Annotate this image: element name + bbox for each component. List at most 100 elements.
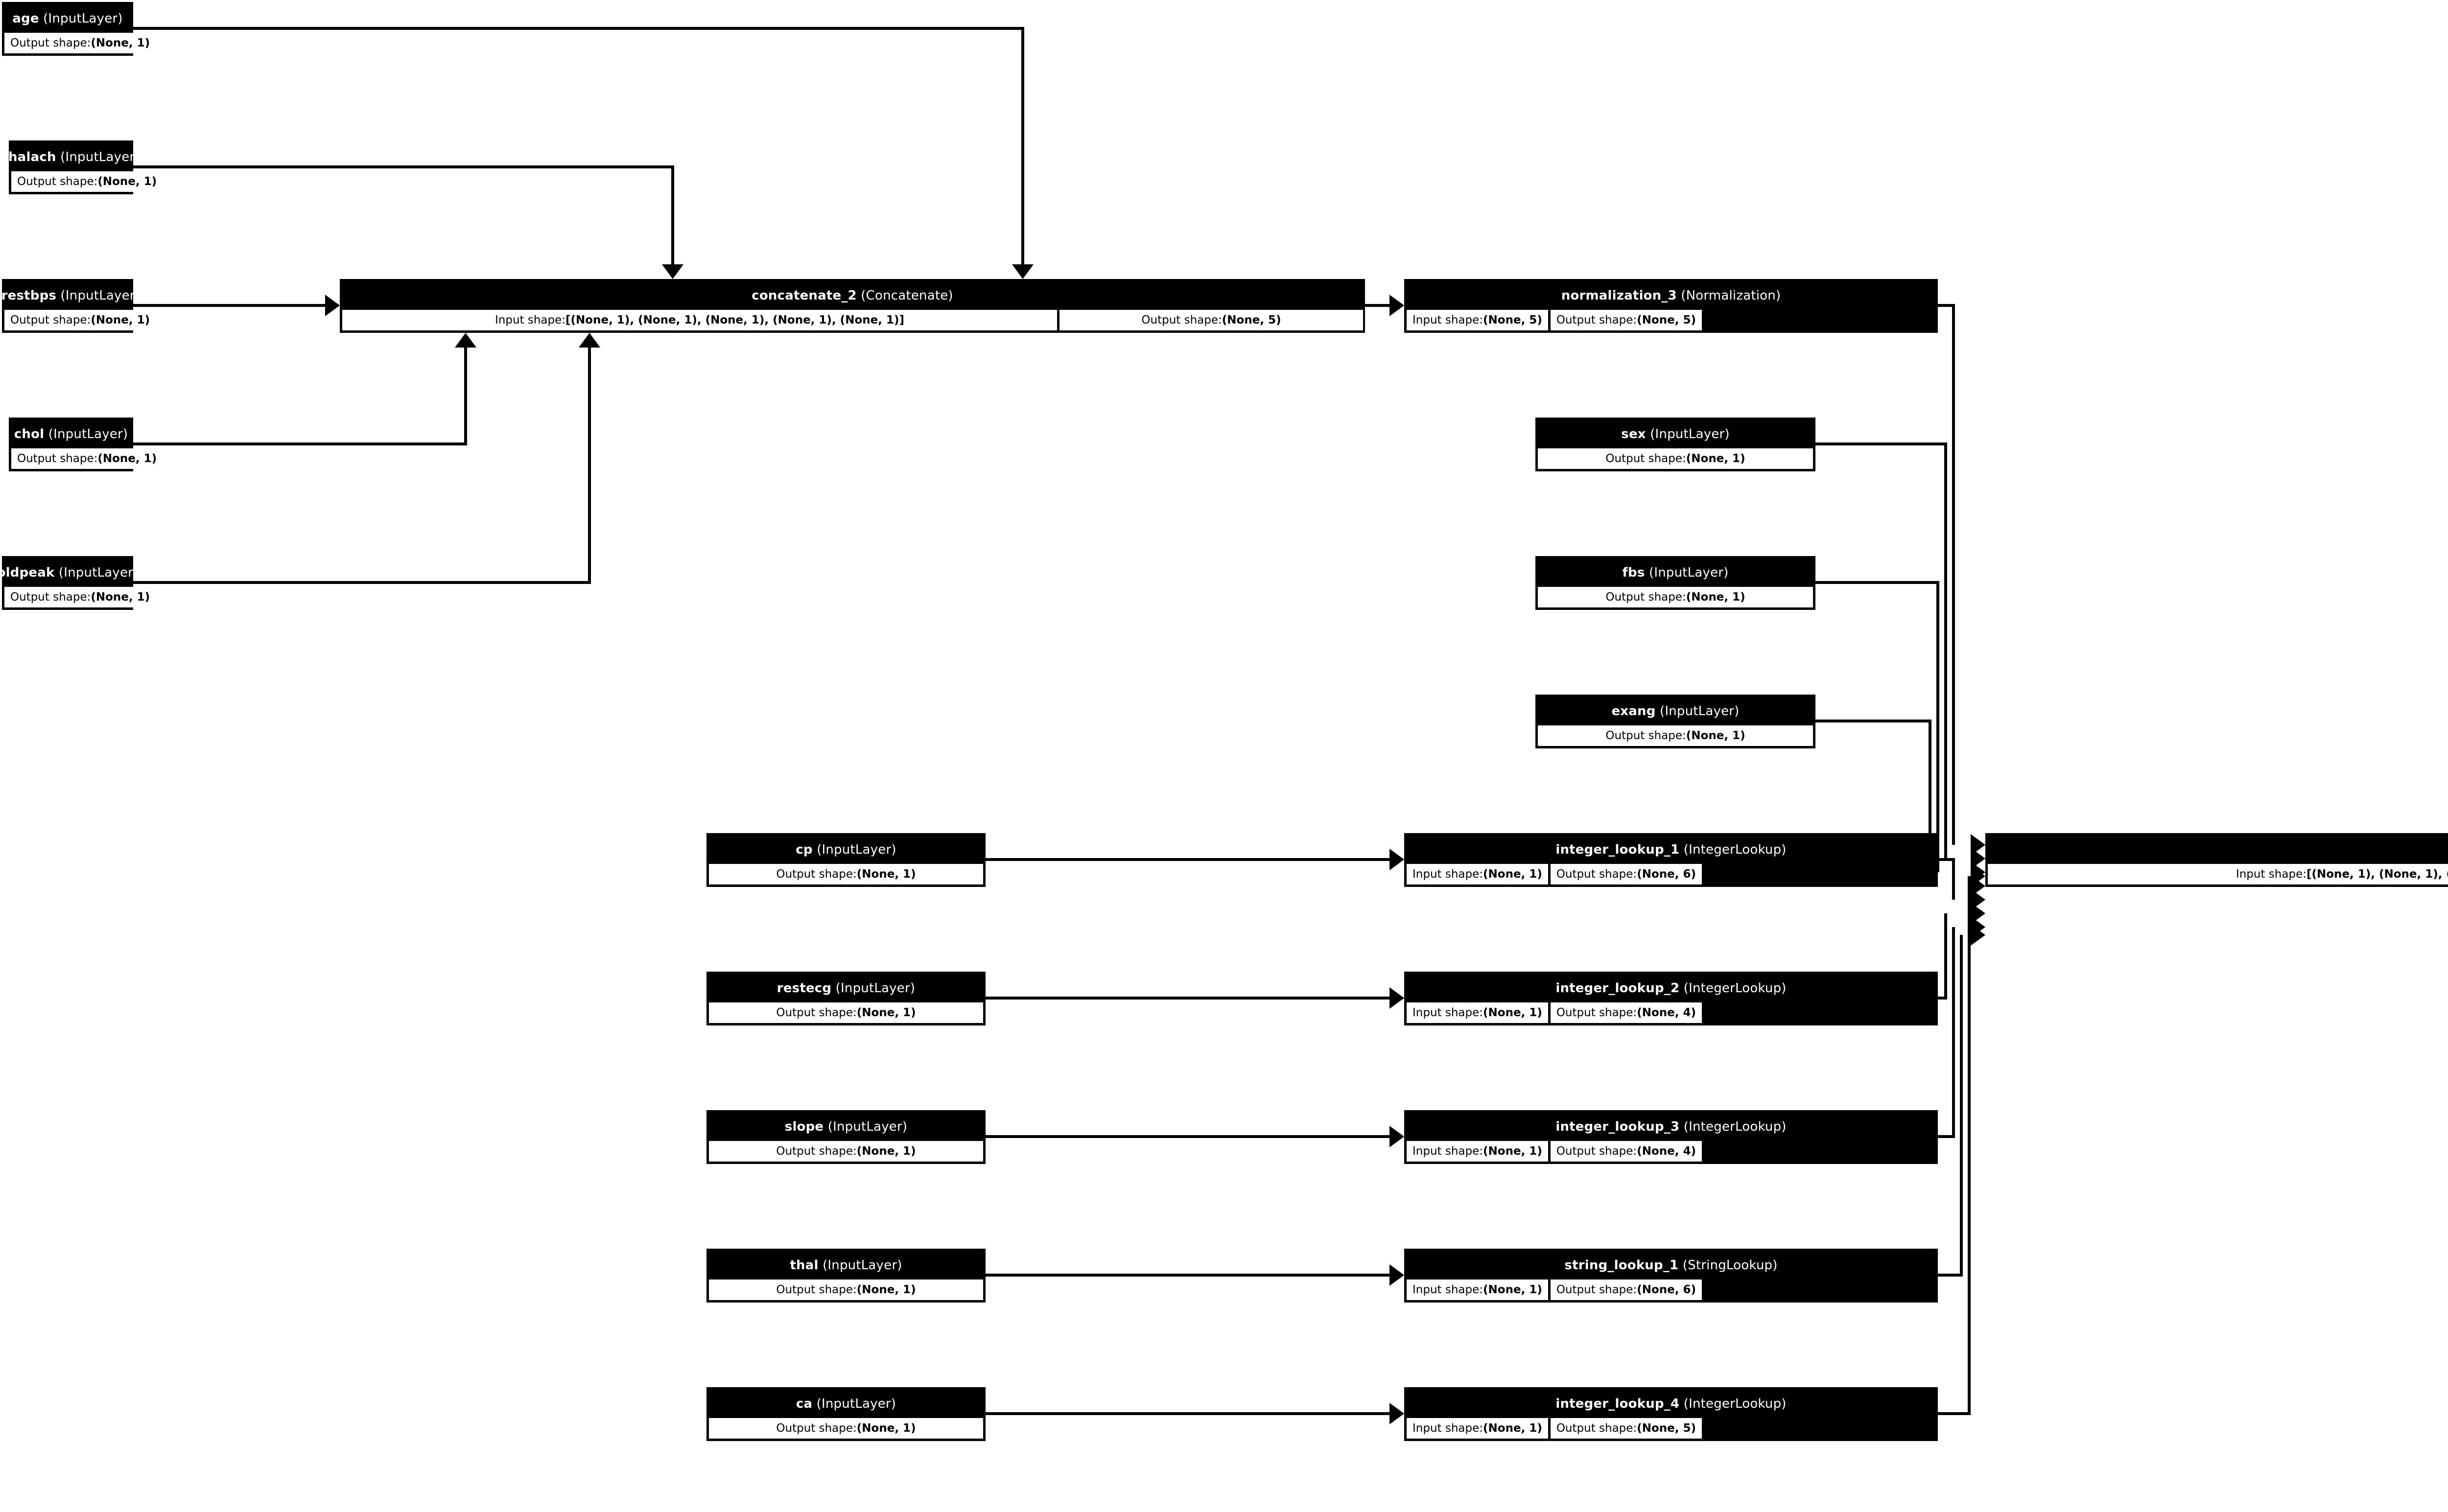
field-value: (None, 1) — [1483, 868, 1542, 881]
node-oldpeak[interactable]: oldpeak (InputLayer) Output shape: (None,… — [0, 556, 156, 610]
node-fields-concatenate_2: Input shape: [(None, 1), (None, 1), (Non… — [342, 310, 1363, 330]
node-field-integer_lookup_1-0: Input shape: (None, 1) — [1407, 864, 1548, 884]
node-fields-integer_lookup_3: Input shape: (None, 1)Output shape: (Non… — [1407, 1141, 1935, 1162]
field-label: Output shape: — [1556, 314, 1637, 326]
node-field-cp-0: Output shape: (None, 1) — [709, 864, 983, 884]
edge-integer_lookup_1-to-concatenate_3 — [1938, 858, 1985, 910]
node-title-slope: slope (InputLayer) — [709, 1113, 983, 1141]
field-label: Output shape: — [1556, 1145, 1637, 1158]
edge-chol-to-concatenate_2 — [133, 333, 476, 445]
node-layer-type-chol: (InputLayer) — [44, 427, 128, 442]
field-value: (None, 6) — [1637, 868, 1696, 881]
node-field-integer_lookup_3-1: Output shape: (None, 4) — [1550, 1141, 1702, 1162]
node-chol[interactable]: chol (InputLayer)Output shape: (None, 1) — [9, 418, 163, 471]
field-value: (None, 1) — [97, 452, 157, 465]
edge-oldpeak-to-concatenate_2 — [133, 333, 600, 584]
edge-normalization_3-to-concatenate_3 — [1938, 304, 1985, 856]
node-layer-type-normalization_3: (Normalization) — [1676, 288, 1781, 303]
node-title-sex: sex (InputLayer) — [1538, 420, 1813, 448]
node-title-age: age (InputLayer) — [4, 4, 131, 33]
field-value: (None, 1) — [856, 1145, 916, 1158]
node-layer-type-integer_lookup_3: (IntegerLookup) — [1679, 1119, 1787, 1134]
node-string_lookup_1[interactable]: string_lookup_1 (StringLookup)Input shap… — [1404, 1249, 1938, 1303]
node-field-normalization_3-1: Output shape: (None, 5) — [1550, 310, 1702, 330]
node-integer_lookup_4[interactable]: integer_lookup_4 (IntegerLookup)Input sh… — [1404, 1387, 1938, 1441]
node-exang[interactable]: exang (InputLayer)Output shape: (None, 1… — [1535, 695, 1815, 748]
node-field-integer_lookup_4-0: Input shape: (None, 1) — [1407, 1418, 1548, 1439]
node-title-normalization_3: normalization_3 (Normalization) — [1407, 281, 1935, 310]
edge-thal-to-string_lookup_1 — [986, 1264, 1404, 1286]
node-title-ca: ca (InputLayer) — [709, 1390, 983, 1418]
node-layer-name-trestbps: trestbps — [0, 288, 57, 303]
node-layer-type-oldpeak: (InputLayer) — [54, 565, 139, 580]
node-field-restecg-0: Output shape: (None, 1) — [709, 1002, 983, 1023]
node-thalach[interactable]: thalach (InputLayer)Output shape: (None,… — [2, 140, 163, 194]
edge-integer_lookup_4-to-concatenate_3 — [1938, 865, 1985, 1415]
field-value: (None, 1) — [97, 175, 157, 188]
edge-cp-to-integer_lookup_1 — [986, 849, 1404, 870]
edge-thalach-to-concatenate_2 — [133, 165, 683, 279]
node-field-exang-0: Output shape: (None, 1) — [1538, 725, 1813, 746]
node-trestbps[interactable]: trestbps (InputLayer)Output shape: (None… — [0, 279, 156, 333]
node-field-integer_lookup_2-0: Input shape: (None, 1) — [1407, 1002, 1548, 1023]
node-integer_lookup_1[interactable]: integer_lookup_1 (IntegerLookup)Input sh… — [1404, 833, 1938, 887]
node-title-cp: cp (InputLayer) — [709, 836, 983, 864]
node-fields-chol: Output shape: (None, 1) — [11, 448, 163, 469]
field-label: Output shape: — [1605, 729, 1686, 742]
field-value: (None, 1) — [856, 1283, 916, 1296]
node-fields-oldpeak: Output shape: (None, 1) — [4, 587, 156, 607]
node-layer-name-slope: slope — [784, 1119, 824, 1134]
field-label: Input shape: — [1412, 1145, 1483, 1158]
field-label: Output shape: — [776, 868, 857, 881]
edge-concatenate_2-to-normalization_3 — [1365, 295, 1404, 316]
node-layer-type-integer_lookup_1: (IntegerLookup) — [1679, 842, 1787, 857]
field-value: (None, 1) — [856, 868, 916, 881]
node-field-fbs-0: Output shape: (None, 1) — [1538, 587, 1813, 607]
field-label: Output shape: — [10, 37, 91, 49]
node-fbs[interactable]: fbs (InputLayer)Output shape: (None, 1) — [1535, 556, 1815, 610]
node-integer_lookup_3[interactable]: integer_lookup_3 (IntegerLookup)Input sh… — [1404, 1110, 1938, 1164]
field-value: (None, 1) — [1483, 1006, 1542, 1019]
node-sex[interactable]: sex (InputLayer)Output shape: (None, 1) — [1535, 418, 1815, 471]
node-cp[interactable]: cp (InputLayer)Output shape: (None, 1) — [706, 833, 986, 887]
field-value: [(None, 1), (None, 1), (None, 1), (None,… — [565, 314, 904, 326]
node-layer-name-cp: cp — [796, 842, 813, 857]
node-layer-name-oldpeak: oldpeak — [0, 565, 55, 580]
node-concatenate_2[interactable]: concatenate_2 (Concatenate)Input shape: … — [340, 279, 1365, 333]
node-layer-name-exang: exang — [1611, 704, 1656, 719]
node-normalization_3[interactable]: normalization_3 (Normalization)Input sha… — [1404, 279, 1938, 333]
edge-string_lookup_1-to-concatenate_3 — [1938, 924, 1985, 1277]
node-layer-type-ca: (InputLayer) — [812, 1396, 896, 1411]
field-value: (None, 5) — [1637, 1422, 1696, 1435]
node-layer-type-string_lookup_1: (StringLookup) — [1678, 1258, 1778, 1273]
node-layer-name-fbs: fbs — [1622, 565, 1645, 580]
node-slope[interactable]: slope (InputLayer)Output shape: (None, 1… — [706, 1110, 986, 1164]
node-fields-normalization_3: Input shape: (None, 5)Output shape: (Non… — [1407, 310, 1935, 330]
edge-age-to-concatenate_2 — [133, 27, 1034, 279]
edge-sex-to-concatenate_3 — [1815, 442, 1985, 869]
node-concatenate_3[interactable]: concatenate_3 (Concatenate)Input shape: … — [1985, 833, 2448, 887]
node-fields-integer_lookup_1: Input shape: (None, 1)Output shape: (Non… — [1407, 864, 1935, 884]
node-layer-type-restecg: (InputLayer) — [831, 981, 916, 996]
node-integer_lookup_2[interactable]: integer_lookup_2 (IntegerLookup)Input sh… — [1404, 972, 1938, 1025]
field-label: Input shape: — [1412, 1006, 1483, 1019]
field-value: (None, 5) — [1637, 314, 1696, 326]
node-fields-sex: Output shape: (None, 1) — [1538, 448, 1813, 469]
field-label: Input shape: — [2236, 868, 2307, 881]
node-layer-type-trestbps: (InputLayer) — [56, 288, 141, 303]
node-restecg[interactable]: restecg (InputLayer)Output shape: (None,… — [706, 972, 986, 1025]
node-field-integer_lookup_1-1: Output shape: (None, 6) — [1550, 864, 1702, 884]
node-layer-name-ca: ca — [796, 1396, 813, 1411]
edge-slope-to-integer_lookup_3 — [986, 1126, 1404, 1147]
node-layer-name-integer_lookup_2: integer_lookup_2 — [1555, 981, 1680, 996]
node-layer-name-sex: sex — [1621, 427, 1646, 442]
field-label: Input shape: — [1412, 1283, 1483, 1296]
node-ca[interactable]: ca (InputLayer)Output shape: (None, 1) — [706, 1387, 986, 1441]
node-title-fbs: fbs (InputLayer) — [1538, 558, 1813, 587]
node-thal[interactable]: thal (InputLayer)Output shape: (None, 1) — [706, 1249, 986, 1303]
node-age[interactable]: age (InputLayer)Output shape: (None, 1) — [2, 2, 156, 56]
field-label: Output shape: — [1556, 1006, 1637, 1019]
edge-ca-to-integer_lookup_4 — [986, 1403, 1404, 1424]
field-label: Output shape: — [10, 314, 91, 326]
node-fields-cp: Output shape: (None, 1) — [709, 864, 983, 884]
